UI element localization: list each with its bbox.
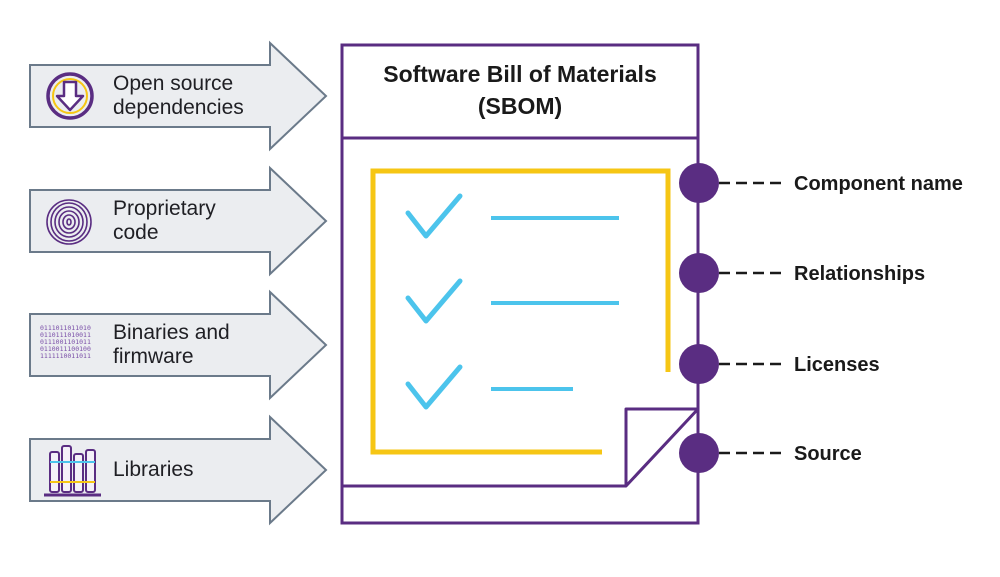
output-label-source: Source [794, 443, 862, 465]
binary-row: 0111011011010 [40, 324, 91, 332]
checkmark-icon [405, 278, 463, 324]
output-label-relationships: Relationships [794, 263, 926, 285]
connector-dot [679, 253, 719, 293]
document-title: Software Bill of Materials (SBOM) [342, 58, 698, 122]
checklist [405, 193, 619, 410]
checkmark-icon [405, 193, 463, 239]
output-connectors [679, 163, 782, 473]
title-line-1: Software Bill of Materials [383, 61, 657, 87]
checkmark-icon [405, 364, 463, 410]
input-label-libraries: Libraries [113, 458, 194, 481]
input-arrows [29, 40, 328, 526]
binary-code-icon: 0111011011010011011101001101110011010110… [40, 324, 91, 360]
fingerprint-icon [46, 199, 92, 245]
arrow-libraries [29, 414, 328, 526]
output-label-licenses: Licenses [794, 354, 880, 376]
download-cycle-icon [46, 72, 94, 120]
connector-dot [679, 433, 719, 473]
binary-row: 0111001101011 [40, 338, 91, 346]
page-fold-corner [624, 407, 700, 488]
binary-row: 0110011100100 [40, 345, 91, 353]
checklist-page [370, 168, 671, 455]
title-line-2: (SBOM) [477, 93, 563, 119]
arrow-binaries [29, 289, 328, 401]
books-icon [44, 445, 101, 497]
sbom-document [340, 43, 700, 525]
connector-dot [679, 163, 719, 203]
binary-row: 0110111010011 [40, 331, 91, 339]
output-label-component-name: Component name [794, 173, 963, 195]
binary-row: 1111110011011 [40, 352, 91, 360]
arrow-proprietary [29, 165, 328, 277]
connector-dot [679, 344, 719, 384]
arrow-open-source [29, 40, 328, 152]
